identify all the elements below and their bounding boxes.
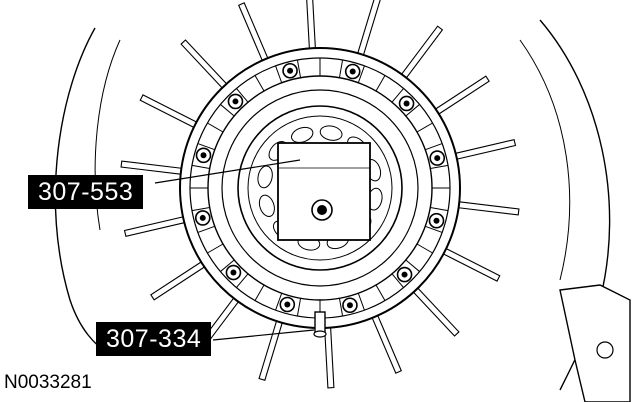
hub-lobe	[319, 125, 343, 141]
diaphragm-finger	[150, 261, 205, 301]
plate-rib	[391, 273, 404, 288]
plate-rib	[275, 65, 283, 83]
plate-rib	[430, 206, 449, 212]
plate-rib	[425, 143, 443, 151]
diaphragm-finger	[443, 248, 501, 282]
diaphragm-finger	[413, 287, 460, 337]
diaphragm-finger	[371, 315, 403, 374]
bolt-center	[403, 100, 410, 107]
pin-tool-head	[313, 330, 327, 338]
diaphragm-finger	[237, 2, 269, 61]
plate-rib	[338, 298, 344, 317]
bolt-center	[287, 67, 294, 74]
bolt-center	[232, 98, 239, 105]
plate-rib	[338, 59, 344, 78]
plate-rib	[425, 225, 443, 233]
pressure-plate-bolts	[194, 62, 446, 314]
callout-label-307-334: 307-334	[96, 322, 212, 356]
plate-rib	[254, 75, 265, 92]
hub-lobe	[257, 165, 273, 189]
plate-rib	[296, 298, 302, 317]
plate-rib	[357, 65, 365, 83]
plate-rib	[207, 243, 224, 254]
plate-rib	[207, 122, 224, 133]
plate-rib	[275, 293, 283, 311]
plate-rib	[191, 206, 210, 212]
bolt-center	[401, 271, 408, 278]
hub-lobe	[291, 126, 314, 143]
plate-rib	[296, 59, 302, 78]
hub-ring-inner	[247, 115, 393, 261]
plate-rib	[375, 75, 386, 92]
figure-id: N0033281	[4, 372, 92, 393]
plate-rib	[220, 104, 235, 117]
plate-rib	[416, 122, 433, 133]
plate-rib	[236, 88, 249, 103]
plate-rib	[416, 243, 433, 254]
plate-rib	[391, 88, 404, 103]
hub-ring-outer	[237, 105, 403, 271]
diaphragm-finger	[180, 39, 227, 89]
plate-rib	[430, 164, 449, 170]
plate-rib	[375, 284, 386, 301]
bolt-center	[346, 302, 353, 309]
diaphragm-finger	[357, 0, 381, 56]
leader-line-307-334	[212, 329, 315, 341]
plate-rib	[197, 143, 215, 151]
diaphragm-finger	[324, 327, 335, 389]
plate-rib	[357, 293, 365, 311]
diaphragm-finger	[458, 201, 520, 216]
diaphragm-finger	[306, 0, 316, 49]
bracket-bottom-right	[559, 284, 631, 402]
diaphragm-finger	[123, 216, 185, 237]
pressure-plate-ribs	[190, 58, 450, 318]
bolt-center	[199, 214, 206, 221]
plate-rib	[197, 225, 215, 233]
diaphragm-finger	[455, 139, 517, 160]
plate-rib	[220, 259, 235, 272]
housing-outline-left	[54, 27, 111, 356]
diaphragm-finger	[435, 75, 490, 115]
callout-label-307-553: 307-553	[28, 175, 144, 209]
plate-rib	[405, 104, 420, 117]
bolt-center	[434, 155, 441, 162]
alignment-tool-bolt-inner	[317, 205, 327, 215]
housing-outline-right-inner	[519, 39, 571, 281]
bolt-center	[349, 68, 356, 75]
pressure-plate-ring-4	[221, 89, 419, 287]
plate-rib	[254, 284, 265, 301]
leader-line-307-553	[154, 159, 301, 184]
plate-rib	[191, 164, 210, 170]
plate-rib	[405, 259, 420, 272]
bolt-center	[284, 301, 291, 308]
diaphragm-finger	[401, 25, 444, 79]
bolt-center	[200, 152, 207, 159]
plate-rib	[236, 273, 249, 288]
diaphragm-finger	[139, 94, 197, 128]
bracket-hole	[596, 341, 614, 359]
diaphragm-finger	[258, 320, 283, 381]
bolt-center	[230, 269, 237, 276]
diaphragm-finger	[120, 160, 182, 175]
bolt-center	[433, 217, 440, 224]
hub-lobe	[258, 194, 275, 217]
alignment-tool-block	[277, 142, 371, 241]
